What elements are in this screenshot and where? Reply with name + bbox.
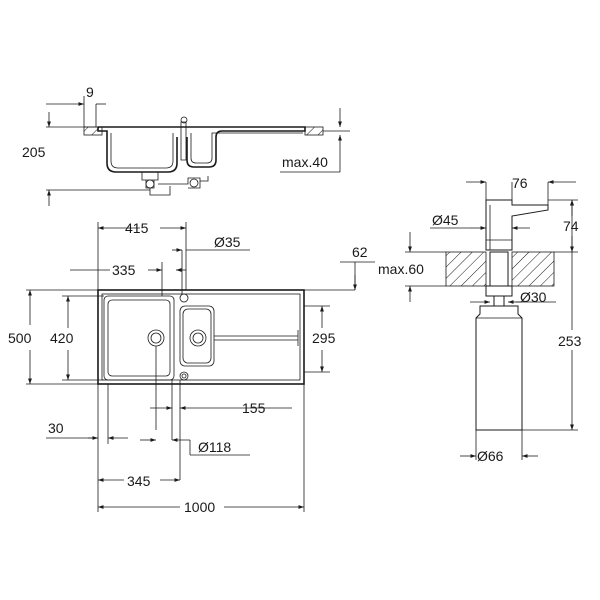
sink-top-view: 415 Ø35 62 335 500 420 295 155 — [8, 220, 375, 515]
dim-420-label: 420 — [50, 330, 74, 346]
main-bowl-waste-outer — [147, 329, 165, 347]
drainer-groove — [214, 335, 298, 341]
dim-30d-label: Ø30 — [520, 289, 547, 305]
overflow-fitting — [180, 121, 187, 161]
dim-345-label: 345 — [127, 473, 151, 489]
dim-295-label: 295 — [312, 330, 336, 346]
dispenser-neck — [493, 295, 505, 307]
dim-155-label: 155 — [242, 400, 266, 416]
sink-inner-profile — [110, 132, 303, 169]
dim-30-label: 30 — [48, 420, 64, 436]
dim-max40-label: max.40 — [282, 154, 328, 170]
dim-500-label: 500 — [8, 330, 32, 346]
dim-205-label: 205 — [22, 144, 46, 160]
small-bowl-inner — [182, 308, 212, 364]
dim-74-label: 74 — [563, 218, 579, 234]
main-bowl-inner — [107, 299, 171, 377]
siphon-knob-right — [189, 178, 199, 188]
sink-side-view: 9 205 max.40 — [22, 84, 350, 206]
dim-66-label: Ø66 — [477, 448, 504, 464]
dispenser-bottle — [475, 305, 523, 431]
dispenser-countertop-right — [511, 251, 555, 287]
dispenser-nut — [485, 285, 513, 297]
dim-76-label: 76 — [512, 175, 528, 191]
sink-outline — [97, 289, 305, 385]
small-bowl-waste-outer — [189, 329, 207, 347]
tap-hole — [179, 293, 189, 303]
sink-inner-outline — [101, 293, 301, 381]
overflow-hole-inner — [181, 373, 187, 379]
dim-1000-label: 1000 — [184, 499, 215, 515]
small-bowl-outer — [179, 305, 215, 367]
siphon-knob-left — [145, 179, 155, 189]
dim-253-label: 253 — [558, 333, 582, 349]
dim-62-label: 62 — [352, 244, 368, 260]
dim-35-label: Ø35 — [214, 234, 241, 250]
overflow-hole — [179, 371, 189, 381]
main-bowl-waste-inner — [150, 332, 162, 344]
dispenser-head — [485, 199, 549, 251]
sink-profile — [97, 126, 306, 173]
soap-dispenser-view: 76 Ø45 74 max.60 Ø30 253 Ø66 — [378, 175, 582, 464]
main-bowl-outer — [103, 295, 175, 381]
dim-max60-label: max.60 — [378, 261, 424, 277]
dim-9-label: 9 — [86, 84, 94, 100]
dim-335-label: 335 — [112, 262, 136, 278]
dim-118-label: Ø118 — [198, 439, 231, 455]
dim-415-label: 415 — [125, 220, 149, 236]
dispenser-countertop-left — [445, 251, 487, 287]
overflow-cap — [180, 116, 188, 124]
dim-45-label: Ø45 — [432, 212, 459, 228]
countertop-right-section — [304, 126, 324, 136]
dispenser-shank — [489, 251, 509, 287]
small-bowl-waste-inner — [192, 332, 204, 344]
